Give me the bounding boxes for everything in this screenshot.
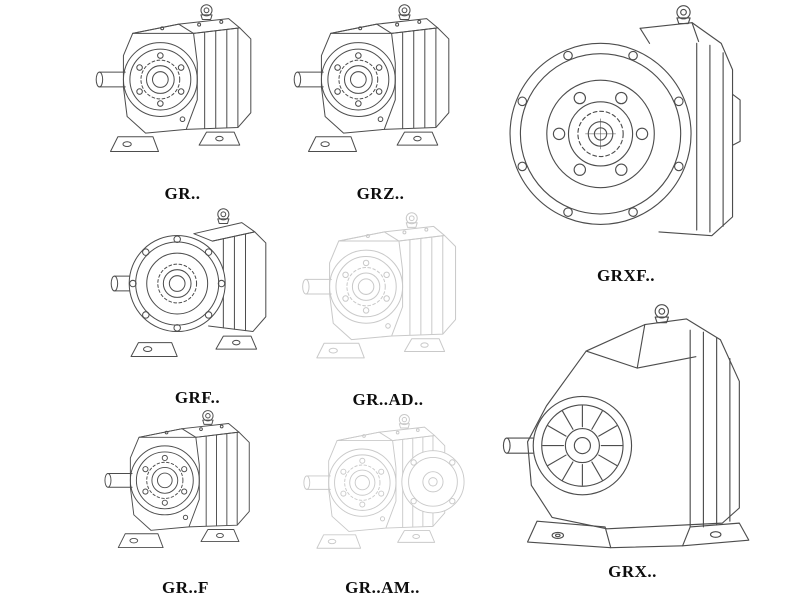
figure-gr: GR.. xyxy=(90,2,275,204)
figure-grad: GR..AD.. xyxy=(288,210,488,410)
gearbox-drawing-gram xyxy=(285,412,480,576)
figure-label-grf: GRF.. xyxy=(174,388,221,407)
figure-label-grad: GR..AD.. xyxy=(352,390,424,409)
gearbox-drawing-grf-foot xyxy=(104,410,250,549)
figure-label-gr: GR.. xyxy=(164,184,201,203)
figure-grx: GRX.. xyxy=(490,300,775,582)
figure-grz: GRZ.. xyxy=(283,2,478,204)
gearbox-drawing-grad xyxy=(302,212,457,359)
gearbox-drawing-grf xyxy=(110,208,267,358)
gearbox-drawing-grz xyxy=(293,4,450,153)
figure-grf-foot: GR..F xyxy=(88,408,283,598)
figure-label-grx: GRX.. xyxy=(608,562,657,581)
gearbox-drawing-grx xyxy=(502,304,750,549)
figure-label-grxf: GRXF.. xyxy=(596,266,656,285)
figure-grf: GRF.. xyxy=(95,206,300,408)
gearbox-drawing-gr xyxy=(95,4,252,153)
figure-grxf: GRXF.. xyxy=(492,0,760,286)
figure-label-grz: GRZ.. xyxy=(356,184,405,203)
figure-label-gram: GR..AM.. xyxy=(345,578,420,597)
figure-gram: GR..AM.. xyxy=(285,412,480,598)
gearbox-drawing-grxf xyxy=(509,5,741,237)
figure-label-grf-foot: GR..F xyxy=(162,578,209,597)
